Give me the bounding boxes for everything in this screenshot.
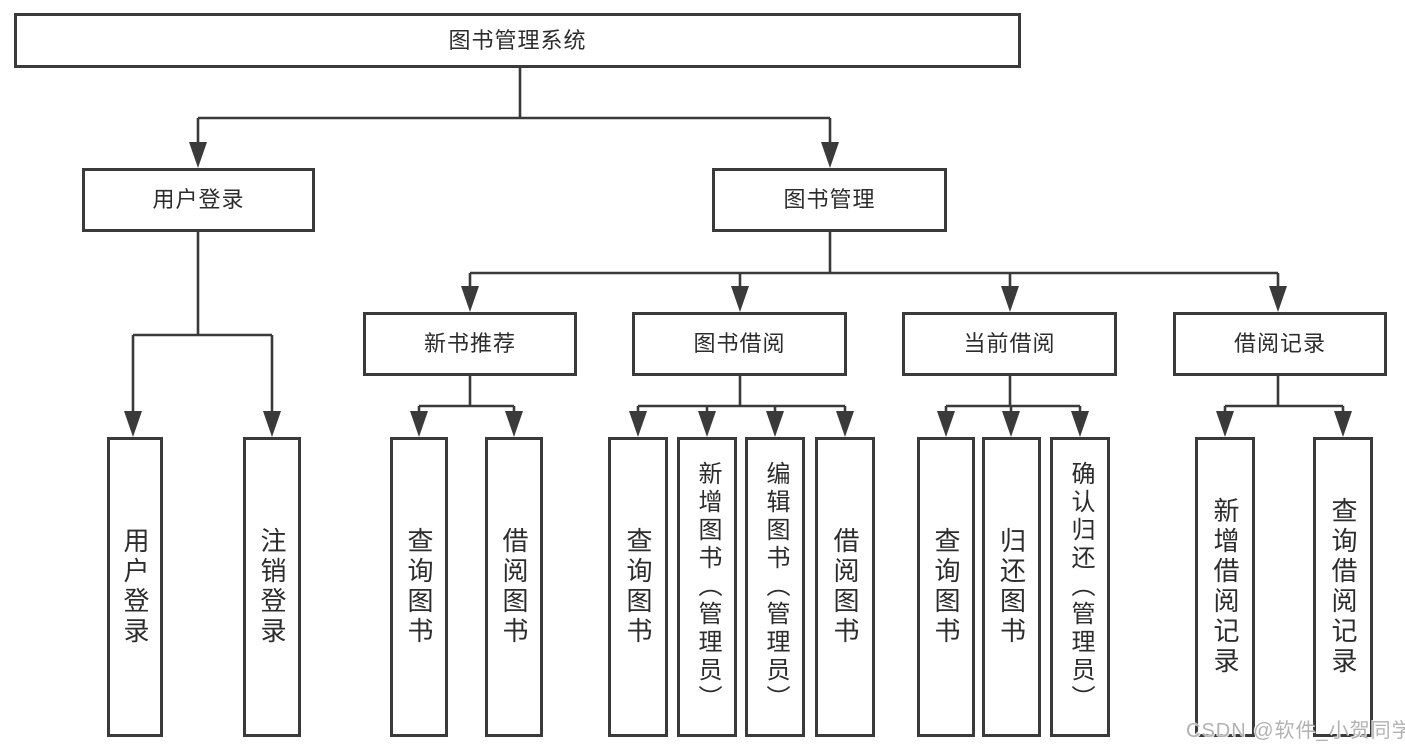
node-label: 查询图书 bbox=[931, 527, 961, 647]
node-label: 查询借阅记录 bbox=[1328, 497, 1358, 677]
node-label: 新书推荐 bbox=[423, 331, 516, 356]
node-label: 新增借阅记录 bbox=[1210, 497, 1240, 677]
node-leaf-query-books-3: 查询图书 bbox=[917, 437, 975, 737]
node-label: 借阅图书 bbox=[499, 527, 529, 647]
node-user-login: 用户登录 bbox=[82, 168, 315, 232]
node-label: 图书管理 bbox=[783, 187, 876, 212]
node-current-borrow: 当前借阅 bbox=[902, 312, 1117, 376]
node-leaf-edit-book-admin: 编辑图书（管理员） bbox=[745, 437, 805, 737]
node-root-library-management-system: 图书管理系统 bbox=[14, 13, 1021, 68]
node-label: 编辑图书（管理员） bbox=[762, 461, 789, 713]
connector-user-login-children bbox=[124, 232, 281, 437]
connector-new-book-recommend-children bbox=[410, 376, 523, 437]
node-leaf-add-book-admin: 新增图书（管理员） bbox=[677, 437, 737, 737]
node-label: 用户登录 bbox=[152, 187, 245, 212]
node-label: 确认归还（管理员） bbox=[1067, 461, 1094, 713]
node-label: 查询图书 bbox=[404, 527, 434, 647]
node-label: 借阅记录 bbox=[1233, 331, 1326, 356]
connector-book-borrow-children bbox=[629, 376, 854, 437]
node-leaf-user-login: 用户登录 bbox=[107, 437, 163, 737]
node-leaf-query-books-1: 查询图书 bbox=[390, 437, 448, 737]
node-label: 图书借阅 bbox=[693, 331, 786, 356]
node-label: 图书管理系统 bbox=[448, 27, 587, 53]
node-leaf-borrow-books-2: 借阅图书 bbox=[815, 437, 875, 737]
node-label: 用户登录 bbox=[120, 527, 150, 647]
node-label: 当前借阅 bbox=[963, 331, 1056, 356]
node-book-borrow: 图书借阅 bbox=[632, 312, 847, 376]
node-leaf-add-borrow-record: 新增借阅记录 bbox=[1195, 437, 1255, 737]
node-leaf-logout: 注销登录 bbox=[243, 437, 301, 737]
node-label: 查询图书 bbox=[623, 527, 653, 647]
node-label: 借阅图书 bbox=[830, 527, 860, 647]
node-leaf-borrow-books-1: 借阅图书 bbox=[485, 437, 543, 737]
node-leaf-query-books-2: 查询图书 bbox=[608, 437, 668, 737]
node-label: 新增图书（管理员） bbox=[694, 461, 721, 713]
node-leaf-query-borrow-record: 查询借阅记录 bbox=[1313, 437, 1373, 737]
node-leaf-confirm-return-admin: 确认归还（管理员） bbox=[1050, 437, 1110, 737]
connector-book-management-children bbox=[461, 232, 1287, 312]
node-borrow-record: 借阅记录 bbox=[1173, 312, 1387, 376]
connector-borrow-record-children bbox=[1216, 376, 1352, 437]
node-book-management: 图书管理 bbox=[712, 168, 947, 232]
node-label: 注销登录 bbox=[257, 527, 287, 647]
connector-root-to-level2 bbox=[189, 68, 839, 168]
csdn-watermark: CSDN @软件_小贺同学 bbox=[1186, 720, 1405, 742]
node-label: 归还图书 bbox=[996, 527, 1027, 647]
connector-current-borrow-children bbox=[937, 376, 1089, 437]
node-new-book-recommend: 新书推荐 bbox=[363, 312, 577, 376]
node-leaf-return-books: 归还图书 bbox=[982, 437, 1041, 737]
